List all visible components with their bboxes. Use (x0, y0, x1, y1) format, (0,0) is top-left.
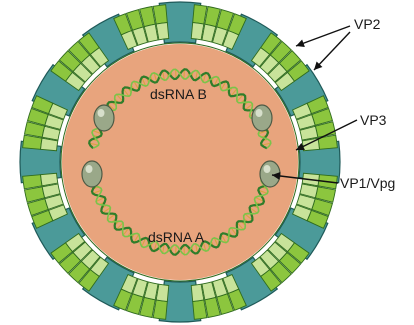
vp2-inner-segment (156, 23, 169, 40)
vp1-highlight (86, 165, 93, 173)
vp2-outer-segment (153, 300, 167, 319)
vp3-label: VP3 (360, 112, 387, 128)
vp1-highlight (264, 165, 271, 173)
vp1-highlight (256, 109, 263, 117)
vp2-outer-segment (193, 5, 207, 24)
vp2-inner-segment (41, 173, 58, 186)
vp1-vpg-protein (82, 161, 102, 187)
vp1-vpg-label: VP1/Vpg (340, 175, 395, 191)
vp2-arrow-top (296, 26, 350, 46)
vp2-label: VP2 (354, 16, 381, 32)
vp2-outer-segment (153, 5, 167, 24)
vp2-inner-segment (191, 284, 204, 301)
vp2-outer-segment (23, 135, 42, 149)
vp1-vpg-protein (94, 105, 114, 131)
vp1-vpg-protein (252, 105, 272, 131)
vp2-inner-segment (41, 138, 58, 151)
vp2-inner-segment (191, 23, 204, 40)
dsrna-a-label: dsRNA A (148, 229, 205, 245)
vp2-inner-segment (156, 284, 169, 301)
vp2-outer-segment (23, 175, 42, 189)
dsrna-b-label: dsRNA B (150, 86, 207, 102)
vp1-highlight (98, 109, 105, 117)
vp2-outer-segment (193, 300, 207, 319)
